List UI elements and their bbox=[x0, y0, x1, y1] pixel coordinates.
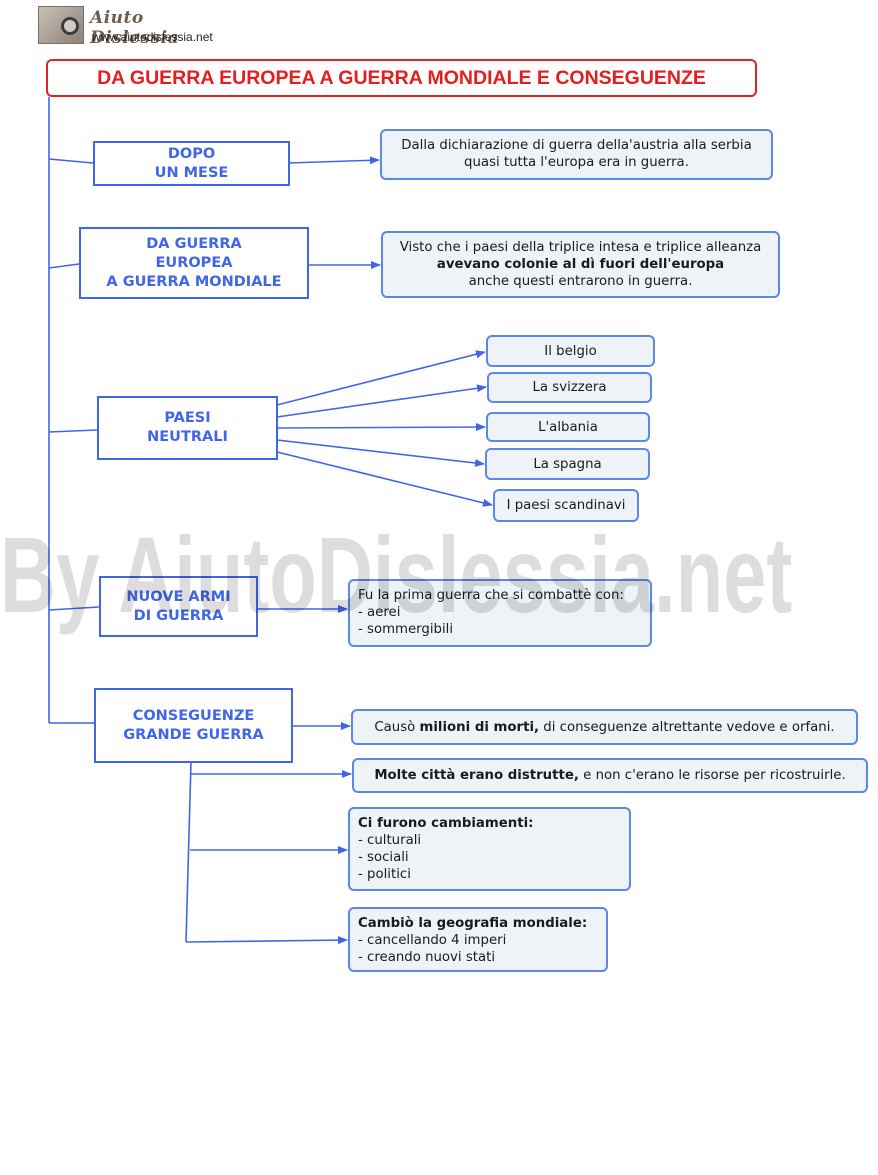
info-items: - culturali - sociali - politici bbox=[358, 833, 422, 882]
info-heading: Ci furono cambiamenti: bbox=[358, 816, 534, 831]
node-label: PAESI NEUTRALI bbox=[147, 410, 228, 445]
node-label: DA GUERRA EUROPEA A GUERRA MONDIALE bbox=[106, 235, 282, 290]
logo-url: www.aiutodislessia.net bbox=[92, 30, 213, 44]
list-item-belgio: Il belgio bbox=[486, 335, 655, 367]
info-text-bold: avevano colonie al dì fuori dell'europa bbox=[436, 257, 725, 272]
node-label: CONSEGUENZE GRANDE GUERRA bbox=[123, 707, 264, 743]
node-conseguenze: CONSEGUENZE GRANDE GUERRA bbox=[94, 688, 293, 763]
node-guerra-mondiale: DA GUERRA EUROPEA A GUERRA MONDIALE bbox=[79, 227, 309, 299]
info-text-post: anche questi entrarono in guerra. bbox=[468, 274, 693, 289]
info-heading: Cambiò la geografia mondiale: bbox=[358, 916, 588, 931]
list-item-albania: L'albania bbox=[486, 412, 650, 442]
info-intro: Fu la prima guerra che si combattè con: bbox=[358, 588, 624, 603]
info-text-pre: Visto che i paesi della triplice intesa … bbox=[399, 240, 762, 255]
node-label: DOPO UN MESE bbox=[154, 145, 229, 181]
node-nuove-armi: NUOVE ARMI DI GUERRA bbox=[99, 576, 258, 637]
list-item-svizzera: La svizzera bbox=[487, 372, 652, 403]
info-nuove-armi: Fu la prima guerra che si combattè con: … bbox=[348, 579, 652, 647]
list-item-scandinavi: I paesi scandinavi bbox=[493, 489, 639, 522]
info-conseguenza-citta: Molte città erano distrutte, e non c'era… bbox=[352, 758, 868, 793]
info-dopo-un-mese: Dalla dichiarazione di guerra della'aust… bbox=[380, 129, 773, 180]
node-dopo-un-mese: DOPO UN MESE bbox=[93, 141, 290, 186]
magnifier-book-icon bbox=[38, 6, 84, 44]
list-item-spagna: La spagna bbox=[485, 448, 650, 480]
info-items: - cancellando 4 imperi - creando nuovi s… bbox=[358, 933, 507, 965]
site-logo[interactable]: Aiuto Dislessia www.aiutodislessia.net bbox=[38, 6, 238, 48]
info-guerra-mondiale: Visto che i paesi della triplice intesa … bbox=[381, 231, 780, 298]
info-conseguenza-morti: Causò milioni di morti, di conseguenze a… bbox=[351, 709, 858, 745]
page-title: DA GUERRA EUROPEA A GUERRA MONDIALE E CO… bbox=[46, 59, 757, 97]
node-paesi-neutrali: PAESI NEUTRALI bbox=[97, 396, 278, 460]
info-conseguenza-cambiamenti: Ci furono cambiamenti: - culturali - soc… bbox=[348, 807, 631, 891]
info-items: - aerei - sommergibili bbox=[358, 605, 454, 637]
node-label: NUOVE ARMI DI GUERRA bbox=[126, 588, 231, 624]
logo-name: Aiuto Dislessia bbox=[90, 8, 180, 48]
info-conseguenza-geografia: Cambiò la geografia mondiale: - cancella… bbox=[348, 907, 608, 972]
